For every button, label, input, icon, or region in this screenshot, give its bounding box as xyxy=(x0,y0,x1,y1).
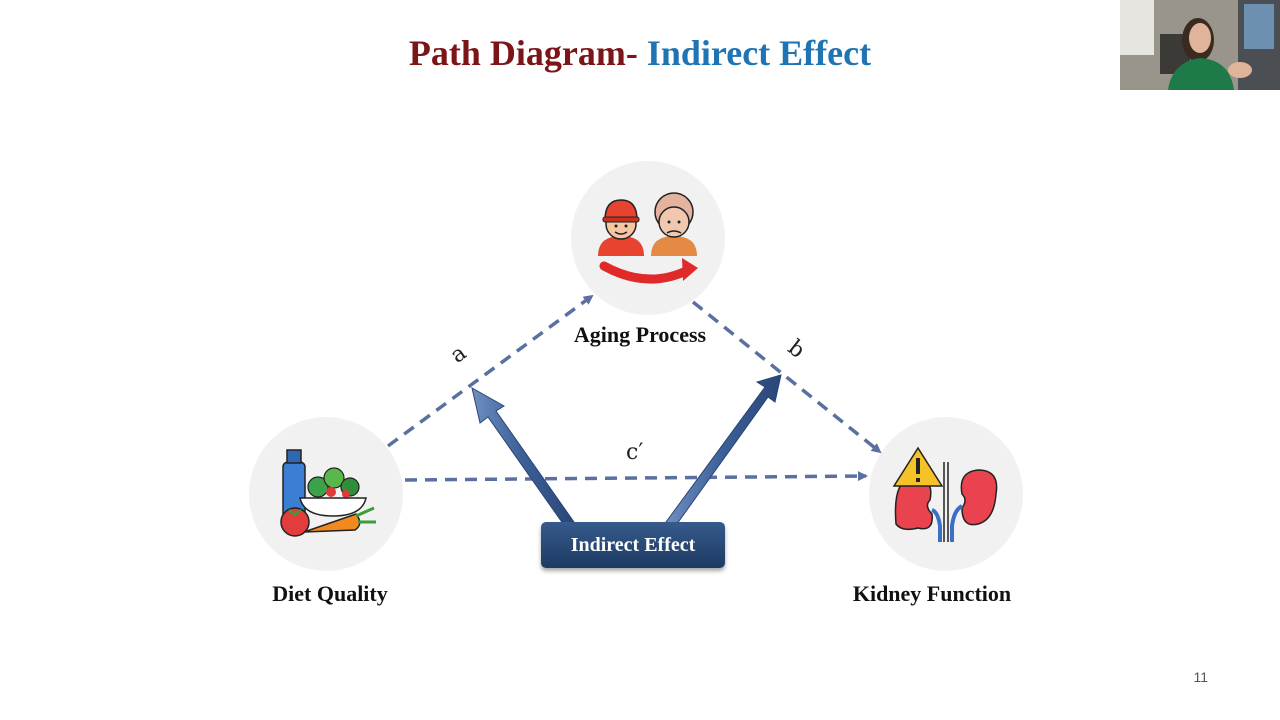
slide-title: Path Diagram- Indirect Effect xyxy=(0,32,1280,74)
aging-icon xyxy=(598,192,698,284)
aging-process-label: Aging Process xyxy=(573,322,707,347)
page-number: 11 xyxy=(1193,669,1208,685)
indirect-effect-badge: Indirect Effect xyxy=(541,522,725,568)
indirect-arrow-right xyxy=(665,374,782,529)
presenter-video-icon xyxy=(1120,0,1280,90)
path-c-prime-arrow xyxy=(404,471,868,482)
kidney-node-circle xyxy=(869,417,1023,571)
aging-node-circle xyxy=(571,161,725,315)
kidney-function-label: Kidney Function xyxy=(852,581,1012,606)
kidney-icon xyxy=(892,446,998,542)
title-part-path-diagram: Path Diagram- xyxy=(408,33,638,73)
diet-quality-label: Diet Quality xyxy=(272,581,388,606)
indirect-arrow-left xyxy=(471,387,575,529)
path-a-arrow xyxy=(386,294,594,448)
path-c-prime-label: c′ xyxy=(626,440,644,465)
diet-node-circle xyxy=(249,417,403,571)
diet-icon xyxy=(280,449,376,537)
title-part-indirect-effect: Indirect Effect xyxy=(646,33,872,73)
webcam-video-thumbnail[interactable] xyxy=(1120,0,1280,90)
